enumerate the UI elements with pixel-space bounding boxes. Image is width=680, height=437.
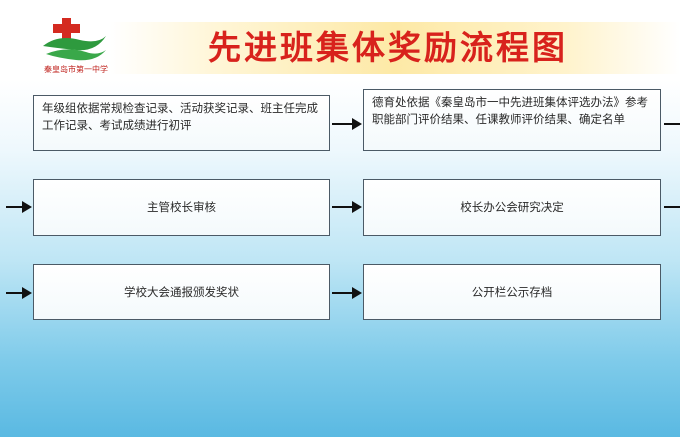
- arrow-right-icon: [6, 201, 32, 213]
- header-band: [110, 22, 680, 74]
- flow-step-label: 主管校长审核: [147, 200, 216, 214]
- arrow-right-icon: [664, 123, 680, 125]
- flow-step-principal-review: 主管校长审核: [33, 179, 330, 236]
- arrow-right-icon: [6, 287, 32, 299]
- flow-step-label: 校长办公会研究决定: [460, 200, 564, 214]
- flow-step-public-board-archive: 公开栏公示存档: [363, 264, 661, 320]
- page-title: 先进班集体奖励流程图: [208, 28, 568, 67]
- flow-step-label: 德育处依据《秦皇岛市一中先进班集体评选办法》参考职能部门评价结果、任课教师评价结…: [372, 95, 648, 126]
- arrow-right-icon: [332, 201, 362, 213]
- arrow-right-icon: [664, 206, 680, 208]
- arrow-right-icon: [332, 118, 362, 130]
- flow-step-moral-office-confirm: 德育处依据《秦皇岛市一中先进班集体评选办法》参考职能部门评价结果、任课教师评价结…: [363, 89, 661, 151]
- flow-step-label: 年级组依据常规检查记录、活动获奖记录、班主任完成工作记录、考试成绩进行初评: [42, 101, 318, 132]
- school-logo-icon: [43, 18, 106, 61]
- flow-step-label: 学校大会通报颁发奖状: [124, 284, 239, 299]
- arrow-right-icon: [332, 287, 362, 299]
- school-name-text: 秦皇岛市第一中学: [44, 65, 108, 74]
- flow-step-office-meeting: 校长办公会研究决定: [363, 179, 661, 236]
- flow-step-label: 公开栏公示存档: [471, 284, 553, 299]
- flow-step-assembly-award: 学校大会通报颁发奖状: [33, 264, 330, 320]
- flow-step-initial-evaluation: 年级组依据常规检查记录、活动获奖记录、班主任完成工作记录、考试成绩进行初评: [33, 95, 330, 151]
